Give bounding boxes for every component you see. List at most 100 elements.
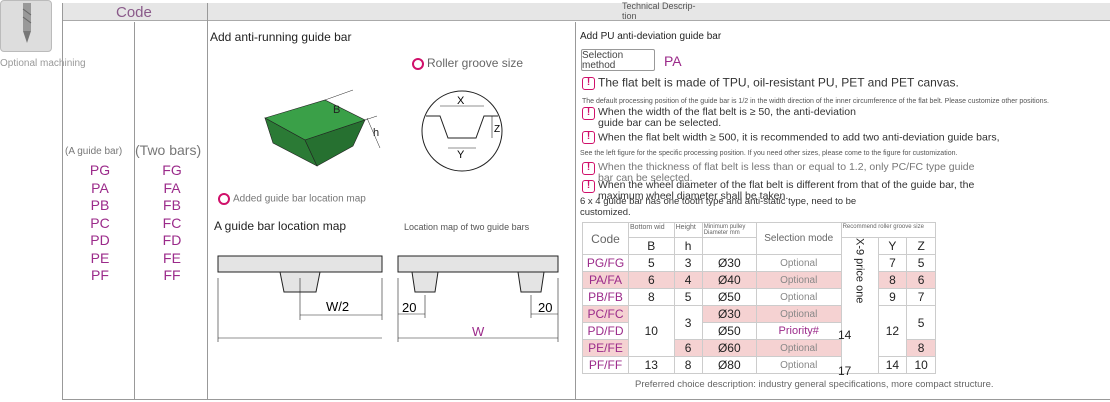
table-cell: 10 bbox=[906, 356, 936, 374]
dim-h: h bbox=[373, 127, 379, 139]
list-item: FG bbox=[162, 162, 182, 178]
circle-icon bbox=[218, 193, 230, 205]
table-cell: 6 bbox=[628, 271, 675, 289]
table-cell: PC/FC bbox=[582, 305, 629, 323]
list-item: PE bbox=[90, 249, 110, 266]
note-3: !When the width of the flat belt is ≥ 50… bbox=[582, 107, 882, 129]
code-header: Code bbox=[116, 4, 152, 21]
dim-b: B bbox=[333, 104, 340, 116]
table-cell: Priority# bbox=[755, 322, 842, 340]
table-cell: 9 bbox=[877, 288, 908, 306]
table-cell: 5 bbox=[906, 254, 936, 272]
table-header: Y bbox=[877, 237, 908, 255]
table-header: Selection mode bbox=[755, 222, 842, 255]
dim-20-right: 20 bbox=[538, 300, 552, 315]
two-map-title: Location map of two guide bars bbox=[404, 222, 530, 232]
table-cell: Ø50 bbox=[701, 288, 757, 306]
dim-w2: W/2 bbox=[326, 299, 349, 314]
table-cell: 10 bbox=[628, 305, 675, 357]
table-row: PA/FA 6 4 Ø40 Optional 8 6 bbox=[582, 271, 936, 289]
table-cell: PD/FD bbox=[582, 322, 629, 340]
list-item: FC bbox=[162, 214, 182, 231]
tech-header: Technical Descrip- tion bbox=[622, 1, 696, 21]
two-bar-location-diagram: 20 20 W bbox=[397, 255, 559, 342]
divider bbox=[207, 3, 208, 400]
table-row: PC/FC 10 3 Ø30 Optional 12 5 bbox=[582, 305, 936, 357]
table-header: Recommend roller groove size bbox=[840, 222, 937, 238]
list-item: PC bbox=[90, 214, 110, 231]
note-6: !When the thickness of flat belt is less… bbox=[582, 162, 982, 184]
roller-groove-label: Roller groove size bbox=[412, 56, 523, 70]
table-cell: 14 bbox=[877, 356, 908, 374]
warning-icon: ! bbox=[582, 107, 595, 120]
guide-bar-3d-illustration: B h bbox=[264, 89, 381, 167]
codes-a-list: PG PA PB PC PD PE PF bbox=[80, 162, 120, 285]
table-header: Z bbox=[906, 237, 936, 255]
table-cell: Ø30 bbox=[701, 305, 757, 323]
list-item: FA bbox=[163, 179, 181, 196]
note-7: !When the wheel diameter of the flat bel… bbox=[582, 180, 982, 202]
guide-bar-label: (A guide bar) bbox=[65, 146, 123, 157]
x-value-17: 17 bbox=[838, 364, 852, 378]
warning-icon: ! bbox=[582, 180, 595, 193]
note-5: See the left figure for the specific pro… bbox=[580, 150, 958, 157]
list-item: FB bbox=[163, 197, 181, 213]
table-cell: 5 bbox=[673, 288, 703, 306]
note-1: !The flat belt is made of TPU, oil-resis… bbox=[582, 77, 1102, 90]
dim-x: X bbox=[457, 95, 465, 107]
list-item: FF bbox=[163, 267, 181, 283]
single-bar-location-diagram: W/2 bbox=[217, 255, 383, 342]
table-cell: 13 bbox=[628, 356, 675, 374]
map-title: A guide bar location map bbox=[214, 219, 347, 233]
table-cell: Ø60 bbox=[701, 339, 757, 357]
list-item: PG bbox=[89, 162, 111, 178]
divider bbox=[62, 399, 1110, 400]
selection-method-box: Selection method bbox=[581, 49, 655, 71]
table-row: PB/FB 8 5 Ø50 Optional 9 7 bbox=[582, 288, 936, 306]
table-cell: Ø40 bbox=[701, 271, 757, 289]
dim-w: W bbox=[472, 324, 485, 339]
list-item: PF bbox=[91, 267, 109, 283]
warning-icon: ! bbox=[582, 162, 595, 175]
x-value-14: 14 bbox=[838, 328, 852, 342]
table-header: Bottom wid bbox=[628, 222, 675, 238]
table-header: h bbox=[673, 237, 703, 255]
table-cell: 6 bbox=[906, 271, 936, 289]
table-row: PF/FF 13 8 Ø80 Optional 14 10 bbox=[582, 356, 936, 374]
table-cell: PF/FF bbox=[582, 356, 629, 374]
table-cell: Ø80 bbox=[701, 356, 757, 374]
dim-z: Z bbox=[494, 124, 500, 135]
divider bbox=[134, 22, 135, 400]
note-8: 6 x 4 guide bar has one tooth type and a… bbox=[580, 196, 857, 218]
table-cell: Optional bbox=[755, 271, 842, 289]
footer-note: Preferred choice description: industry g… bbox=[635, 379, 994, 390]
table-cell: 8 bbox=[673, 356, 703, 374]
table-cell: 4 bbox=[673, 271, 703, 289]
table-cell: 12 bbox=[877, 305, 908, 357]
selection-method-label: Selection method bbox=[582, 50, 624, 71]
x-note: X-9 price one bbox=[853, 238, 866, 304]
drill-icon bbox=[0, 0, 52, 52]
table-header: Code bbox=[582, 222, 629, 255]
table-cell: Ø50 bbox=[701, 322, 757, 340]
table-row: PD/FD Ø50 Priority# bbox=[582, 322, 936, 340]
codes-b-list: FG FA FB FC FD FE FF bbox=[152, 162, 192, 285]
table-cell: 3 bbox=[673, 305, 703, 340]
table-cell: 7 bbox=[906, 288, 936, 306]
header-bar bbox=[62, 3, 1110, 21]
list-item: PD bbox=[90, 232, 110, 248]
warning-icon: ! bbox=[582, 77, 595, 90]
table-cell: PA/FA bbox=[582, 271, 629, 289]
table-cell: 8 bbox=[628, 288, 675, 306]
table-cell: PE/FE bbox=[582, 339, 629, 357]
divider bbox=[62, 3, 63, 400]
x-column-note: X-9 price one bbox=[840, 237, 879, 374]
table-cell: 5 bbox=[906, 305, 936, 340]
roller-groove-diagram: X Y Z bbox=[421, 90, 503, 172]
two-bars-label: (Two bars) bbox=[135, 142, 202, 158]
table-cell: Optional bbox=[755, 288, 842, 306]
list-item: PA bbox=[91, 179, 109, 196]
mid-title: Add anti-running guide bar bbox=[210, 30, 352, 44]
